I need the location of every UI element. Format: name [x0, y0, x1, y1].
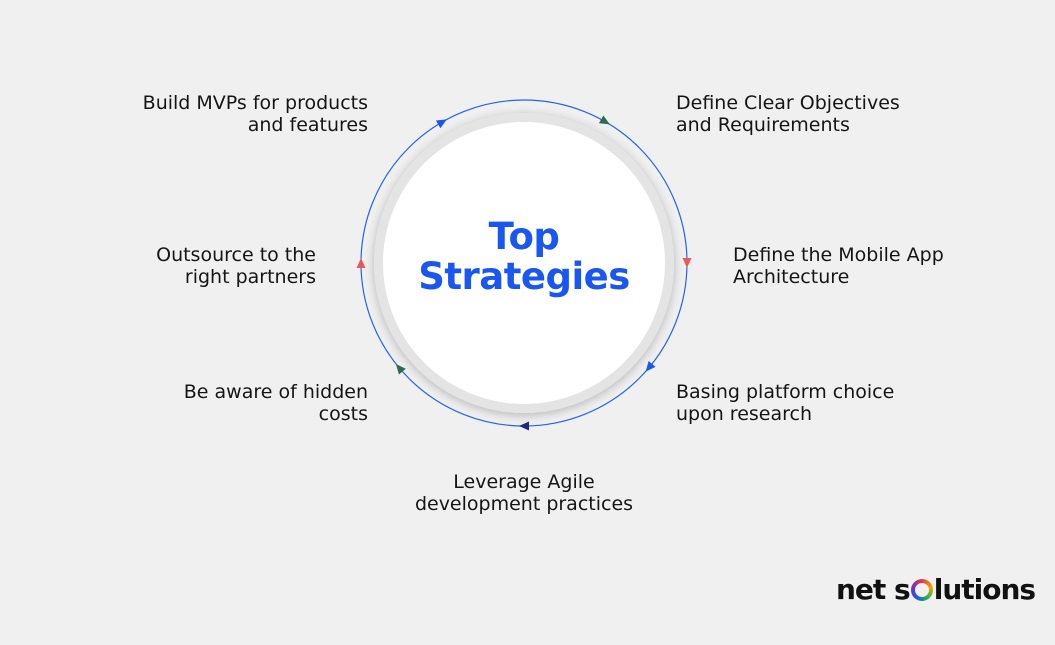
ring-marker: [395, 363, 406, 375]
strategy-hidden-costs: Be aware of hidden costs: [128, 381, 368, 425]
strategy-line-2: costs: [318, 403, 368, 425]
ring-marker: [356, 258, 366, 268]
diagram-title: Top Strategies: [394, 217, 654, 297]
ring-marker: [598, 115, 610, 125]
ring-marker: [645, 361, 656, 372]
strategy-agile-practices: Leverage Agile development practices: [374, 471, 674, 515]
strategy-define-objectives: Define Clear Objectives and Requirements: [676, 92, 956, 136]
net-solutions-logo: net s lutions: [836, 573, 1036, 606]
logo-text-end: lutions: [933, 573, 1036, 606]
strategy-line-2: upon research: [676, 403, 813, 425]
strategy-build-mvps: Build MVPs for products and features: [108, 92, 368, 136]
ring-markers: [356, 115, 692, 431]
strategy-line-1: Build MVPs for products: [142, 92, 368, 114]
strategy-line-1: Leverage Agile: [453, 471, 595, 493]
ring-marker: [519, 421, 529, 431]
strategy-platform-research: Basing platform choice upon research: [676, 381, 966, 425]
title-line-2: Strategies: [418, 255, 630, 298]
title-line-1: Top: [488, 215, 560, 258]
strategy-line-1: Be aware of hidden: [183, 381, 368, 403]
inner-disc: [383, 122, 665, 404]
logo-ring-icon: [911, 579, 933, 601]
strategy-line-2: and features: [247, 114, 368, 136]
strategy-line-1: Define the Mobile App: [733, 244, 944, 266]
strategy-line-2: development practices: [414, 493, 634, 515]
strategy-line-1: Basing platform choice: [676, 381, 895, 403]
ring-marker: [435, 119, 447, 129]
ring-marker: [682, 258, 692, 268]
strategy-mobile-architecture: Define the Mobile App Architecture: [733, 244, 1013, 288]
logo-text-start: net s: [836, 573, 911, 606]
strategy-line-2: Architecture: [733, 266, 850, 288]
strategy-line-1: Define Clear Objectives: [676, 92, 900, 114]
strategy-line-1: Outsource to the: [156, 244, 316, 266]
strategy-line-2: and Requirements: [676, 114, 850, 136]
strategy-outsource: Outsource to the right partners: [96, 244, 316, 288]
strategy-line-2: right partners: [184, 266, 316, 288]
